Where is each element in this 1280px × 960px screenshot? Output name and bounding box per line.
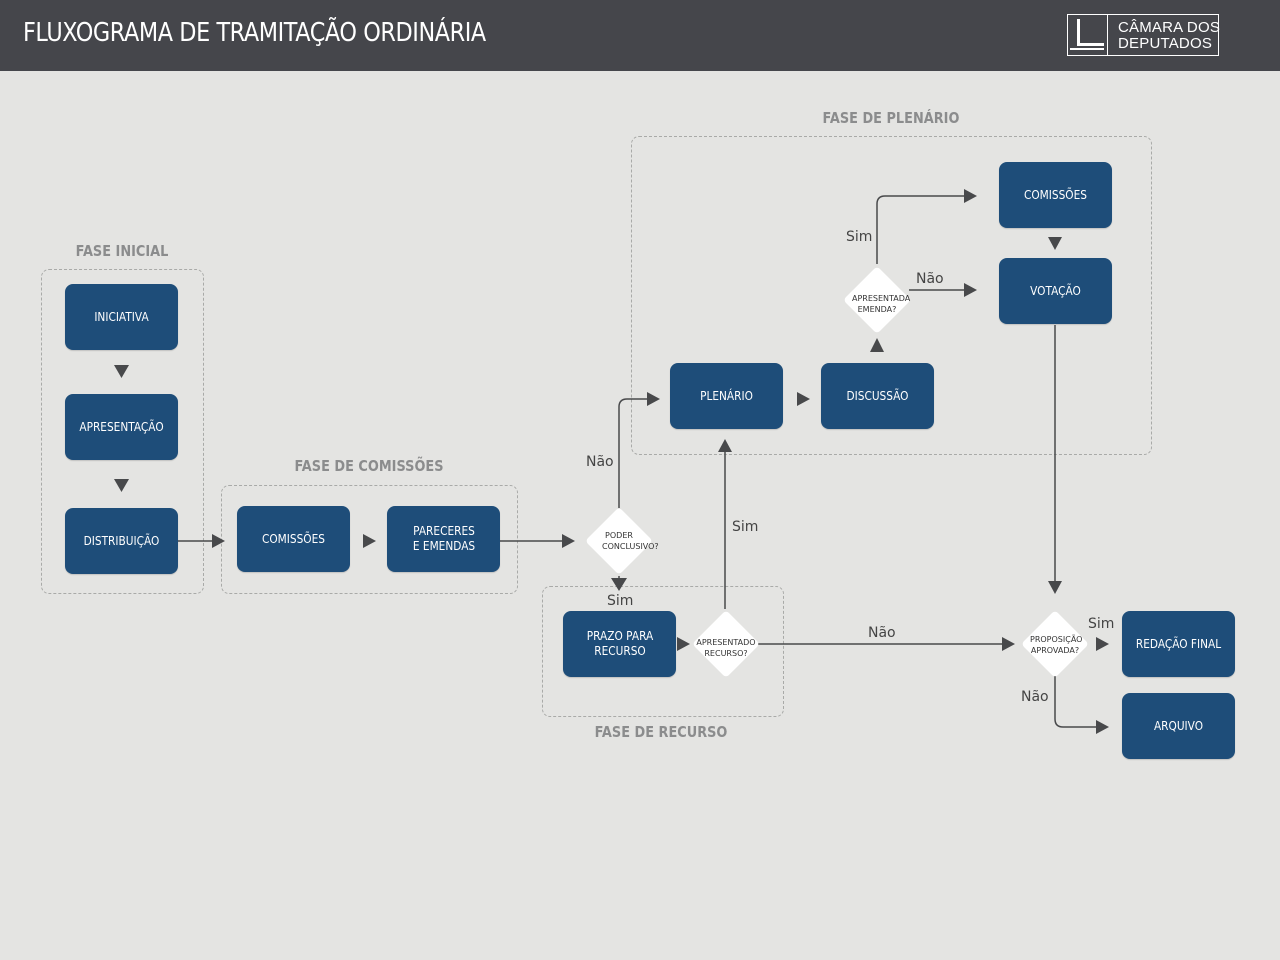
node-iniciativa-label: INICIATIVA [94, 309, 149, 324]
edge-conclusivo-nao-plenario [618, 398, 648, 508]
edge-emenda-sim-comissoes [876, 195, 965, 264]
edge-aprovada-nao-arquivo [1054, 676, 1097, 728]
node-distribuicao[interactable]: DISTRIBUIÇÃO [65, 508, 178, 574]
node-redacao-final[interactable]: REDAÇÃO FINAL [1122, 611, 1235, 677]
label-aprovada-sim: Sim [1088, 616, 1115, 632]
decision-proposicao-aprovada-label: PROPOSIÇÃO APROVADA? [1030, 635, 1083, 655]
arrow-recurso-nao-aprovada [1002, 637, 1015, 651]
decision-poder-conclusivo-label: PODER CONCLUSIVO? [602, 531, 659, 551]
node-discussao-label: DISCUSSÃO [846, 388, 909, 403]
phase-label-inicial: FASE INICIAL [75, 242, 169, 260]
node-arquivo[interactable]: ARQUIVO [1122, 693, 1235, 759]
phase-label-recurso: FASE DE RECURSO [594, 723, 728, 741]
arrow-comissoes-votacao [1048, 237, 1062, 250]
arrow-to-plenario [647, 392, 660, 406]
node-plenario[interactable]: PLENÁRIO [670, 363, 783, 429]
arrow-to-comissoes-plen [964, 189, 977, 203]
logo-text-line1: CÂMARA DOS [1118, 19, 1221, 36]
phase-box-inicial [41, 269, 204, 594]
label-recurso-sim: Sim [732, 519, 759, 535]
label-emenda-nao: Não [916, 271, 944, 287]
arrow-to-votacao [964, 283, 977, 297]
node-comissoes-label: COMISSÕES [261, 531, 326, 546]
phase-label-comissoes: FASE DE COMISSÕES [294, 457, 444, 475]
node-prazo-recurso[interactable]: PRAZO PARA RECURSO [563, 611, 676, 677]
arrow-discussao-emenda [870, 338, 884, 352]
label-emenda-sim: Sim [846, 229, 873, 245]
camara-logo: CÂMARA DOS DEPUTADOS [1067, 14, 1221, 56]
decision-apresentado-recurso-label: APRESENTADO RECURSO? [696, 638, 756, 658]
phase-box-plenario [631, 136, 1152, 455]
logo-text-line2: DEPUTADOS [1118, 35, 1213, 52]
node-arquivo-label: ARQUIVO [1153, 718, 1204, 733]
header-bar: FLUXOGRAMA DE TRAMITAÇÃO ORDINÁRIA CÂMAR… [0, 0, 1280, 71]
node-apresentacao-label: APRESENTAÇÃO [79, 419, 164, 434]
arrow-recurso-plenario [718, 439, 732, 452]
node-apresentacao[interactable]: APRESENTAÇÃO [65, 394, 178, 460]
arrow-to-comissoes [212, 534, 225, 548]
node-votacao-label: VOTAÇÃO [1030, 283, 1081, 298]
node-pareceres-emendas[interactable]: PARECERES E EMENDAS [387, 506, 500, 572]
label-conclusivo-nao: Não [586, 454, 614, 470]
page-title: FLUXOGRAMA DE TRAMITAÇÃO ORDINÁRIA [23, 18, 486, 48]
label-aprovada-nao: Não [1021, 689, 1049, 705]
flowchart: FASE INICIAL FASE DE COMISSÕES FASE DE R… [0, 71, 1280, 960]
label-recurso-nao: Não [868, 625, 896, 641]
node-redacao-label: REDAÇÃO FINAL [1135, 636, 1222, 651]
arrow-iniciativa-apresentacao [114, 365, 129, 378]
node-comissoes-plenario-label: COMISSÕES [1023, 187, 1088, 202]
arrow-to-prazo [611, 578, 627, 591]
arrow-to-arquivo [1096, 720, 1109, 734]
arrow-plenario-discussao [797, 392, 810, 406]
arrow-apresentacao-distribuicao [114, 479, 129, 492]
decision-apresentada-emenda-label: APRESENTADA EMENDA? [852, 294, 911, 314]
node-comissoes[interactable]: COMISSÕES [237, 506, 350, 572]
connector-lines [114, 189, 1109, 734]
node-votacao[interactable]: VOTAÇÃO [999, 258, 1112, 324]
phase-label-plenario: FASE DE PLENÁRIO [822, 109, 960, 127]
node-distribuicao-label: DISTRIBUIÇÃO [83, 533, 160, 548]
camara-logo-mark-icon [1068, 15, 1108, 55]
arrow-comissoes-pareceres [363, 534, 376, 548]
node-comissoes-plenario[interactable]: COMISSÕES [999, 162, 1112, 228]
node-prazo-label: PRAZO PARA RECURSO [586, 629, 653, 658]
node-plenario-label: PLENÁRIO [700, 388, 753, 403]
label-conclusivo-sim: Sim [607, 593, 634, 609]
node-pareceres-label: PARECERES E EMENDAS [412, 524, 475, 553]
node-iniciativa[interactable]: INICIATIVA [65, 284, 178, 350]
arrow-prazo-recurso [677, 637, 690, 651]
phase-box-recurso [542, 586, 784, 717]
arrow-to-aprovada [1048, 581, 1062, 594]
arrow-to-redacao [1096, 637, 1109, 651]
arrow-to-conclusivo [562, 534, 575, 548]
node-discussao[interactable]: DISCUSSÃO [821, 363, 934, 429]
